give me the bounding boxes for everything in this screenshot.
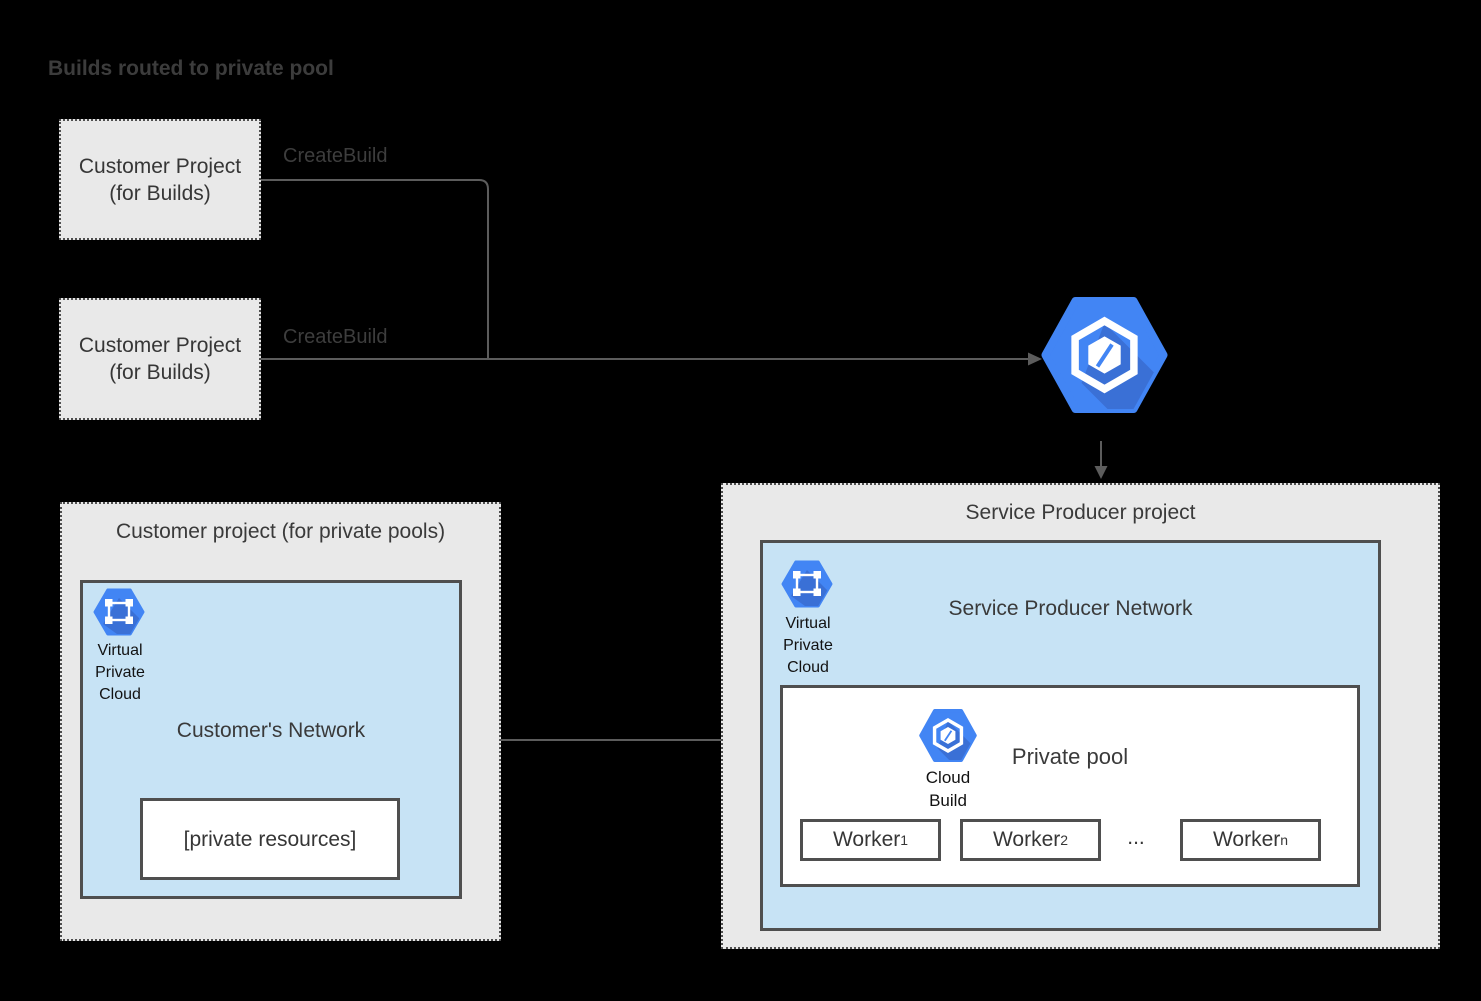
private-resources-label: [private resources] [183, 827, 357, 851]
cloud-build-icon [1041, 297, 1168, 413]
vpc-label-line: Private [783, 637, 833, 654]
vpc-icon [781, 560, 833, 608]
box-label-line: (for Builds) [109, 181, 211, 205]
vpc-label-line: Cloud [787, 659, 829, 676]
vpc-label-line: Virtual [97, 642, 143, 659]
cloud-build-icon-label: Cloud Build [905, 766, 991, 812]
private-pool-title: Private pool [1011, 744, 1129, 769]
customer-build-project-box-1: Customer Project (for Builds) [59, 119, 261, 240]
vpc-label-line: Private [95, 664, 145, 681]
private-resources-box: [private resources] [140, 798, 400, 880]
cloud-build-icon [919, 709, 977, 762]
service-producer-network-title: Service Producer Network [948, 597, 1193, 620]
cloud-build-label-line: Cloud [925, 768, 971, 787]
box-label-line: Customer Project [78, 154, 242, 178]
customer-build-project-box-2: Customer Project (for Builds) [59, 298, 261, 420]
vpc-icon [93, 588, 145, 636]
worker-label: Worker [992, 828, 1061, 851]
diagram-title: Builds routed to private pool [48, 57, 334, 80]
create-build-label-2: CreateBuild [283, 326, 388, 348]
box-label-line: (for Builds) [109, 361, 211, 384]
vpc-label-line: Virtual [785, 615, 831, 632]
customer-network-title: Customer's Network [176, 719, 366, 742]
vpc-icon-label: Virtual Private Cloud [74, 640, 166, 706]
worker-label: Worker [1212, 828, 1281, 851]
create-build-label-1: CreateBuild [283, 145, 388, 167]
vpc-icon-label: Virtual Private Cloud [762, 613, 854, 679]
service-producer-project-title: Service Producer project [965, 501, 1196, 524]
worker-label: Worker [832, 828, 901, 851]
workers-ellipsis: ... [1127, 826, 1145, 849]
cloud-build-label-line: Build [929, 791, 967, 810]
box-label-line: Customer Project [78, 334, 242, 357]
vpc-label-line: Cloud [99, 686, 141, 703]
customer-project-title: Customer project (for private pools) [115, 520, 446, 543]
